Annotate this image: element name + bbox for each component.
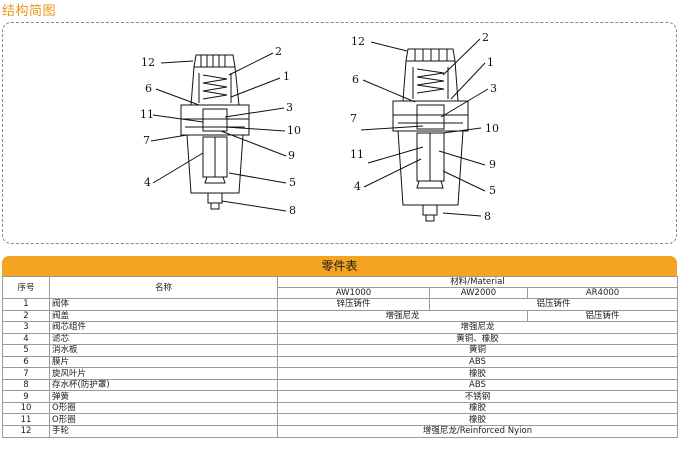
- part-name: 膜片: [49, 355, 278, 369]
- model-aw2000: AW2000: [429, 287, 528, 299]
- material-cell: 橡胶: [276, 367, 679, 380]
- section-title: 结构简图: [2, 4, 57, 19]
- part-name: 手轮: [49, 425, 278, 438]
- col-header-name: 名称: [49, 276, 278, 299]
- table-model-row: AW1000 AW2000 AR4000: [3, 287, 679, 299]
- material-cell: 增强尼龙: [277, 309, 528, 323]
- table-header-row: 序号 名称 材料/Material: [2, 276, 679, 299]
- material-cell: 黄铜: [276, 344, 679, 357]
- callout-9-right: 9: [489, 158, 496, 171]
- callout-6: 6: [145, 82, 152, 95]
- material-cell: 增强尼龙: [276, 321, 679, 334]
- material-cell: 铝压铸件: [526, 309, 679, 323]
- parts-table-title: 零件表: [2, 256, 677, 276]
- callout-8: 8: [289, 204, 296, 217]
- row-number: 3: [2, 321, 50, 334]
- callout-2: 2: [275, 45, 282, 58]
- callout-4-right: 4: [354, 180, 361, 193]
- row-number: 6: [2, 355, 50, 369]
- col-header-material: 材料/Material: [276, 276, 679, 288]
- model-ar4000: AR4000: [526, 287, 679, 299]
- part-name: O形圈: [49, 401, 278, 415]
- callout-9: 9: [288, 149, 295, 162]
- row-number: 4: [2, 332, 50, 346]
- row-number: 2: [2, 309, 50, 323]
- part-name: O形圈: [49, 413, 278, 426]
- row-number: 10: [2, 401, 50, 415]
- material-cell: 锌压铸件: [277, 298, 430, 311]
- row-number: 9: [2, 390, 50, 403]
- callout-6-right: 6: [352, 73, 359, 86]
- material-cell: 橡胶: [276, 401, 679, 415]
- callout-2-right: 2: [482, 31, 489, 44]
- callout-5: 5: [289, 176, 296, 189]
- row-number: 5: [2, 344, 50, 357]
- row-number: 7: [2, 367, 50, 380]
- material-cell: ABS: [276, 355, 679, 369]
- material-cell: 不锈钢: [276, 390, 679, 403]
- row-number: 12: [2, 425, 50, 438]
- material-cell: ABS: [276, 378, 679, 392]
- callout-3-right: 3: [490, 82, 497, 95]
- part-name: 阀芯组件: [49, 321, 278, 334]
- material-cell: 黄铜、橡胶: [276, 332, 679, 346]
- material-cell: 铝压铸件: [428, 298, 679, 311]
- row-number: 11: [2, 413, 50, 426]
- part-name: 存水杯(防护罩): [49, 378, 278, 392]
- material-cell: 橡胶: [276, 413, 679, 426]
- callout-11: 11: [140, 108, 154, 121]
- callout-12: 12: [141, 56, 155, 69]
- callout-10: 10: [287, 124, 301, 137]
- parts-table: 序号 名称 材料/Material AW1000 AW2000 AR4000 1…: [2, 276, 679, 438]
- structure-drawing: 12 2 1 6 3 11 10 7 9 4 5 8 12 2 1 6 3 7 …: [140, 31, 499, 223]
- structure-diagram: 12 2 1 6 3 11 10 7 9 4 5 8 12 2 1 6 3 7 …: [2, 22, 677, 244]
- part-name: 消水板: [49, 344, 278, 357]
- row-number: 1: [2, 298, 50, 311]
- part-name: 旋风叶片: [49, 367, 278, 380]
- part-name: 滤芯: [49, 332, 278, 346]
- callout-5-right: 5: [489, 184, 496, 197]
- callout-1: 1: [283, 70, 290, 83]
- callout-3: 3: [286, 101, 293, 114]
- row-number: 8: [2, 378, 50, 392]
- callout-7-right: 7: [350, 112, 357, 125]
- part-name: 弹簧: [49, 390, 278, 403]
- callout-11-right: 11: [350, 148, 364, 161]
- material-cell: 增强尼龙/Reinforced Nyion: [276, 425, 679, 438]
- part-name: 阀体: [49, 298, 278, 311]
- model-aw1000: AW1000: [277, 287, 430, 299]
- callout-4: 4: [144, 176, 151, 189]
- part-name: 阀盖: [49, 309, 278, 323]
- callout-1-right: 1: [487, 56, 494, 69]
- col-header-no: 序号: [2, 276, 50, 299]
- callout-10-right: 10: [485, 122, 499, 135]
- callout-8-right: 8: [484, 210, 491, 223]
- callout-12-right: 12: [351, 35, 365, 48]
- callout-7: 7: [143, 134, 150, 147]
